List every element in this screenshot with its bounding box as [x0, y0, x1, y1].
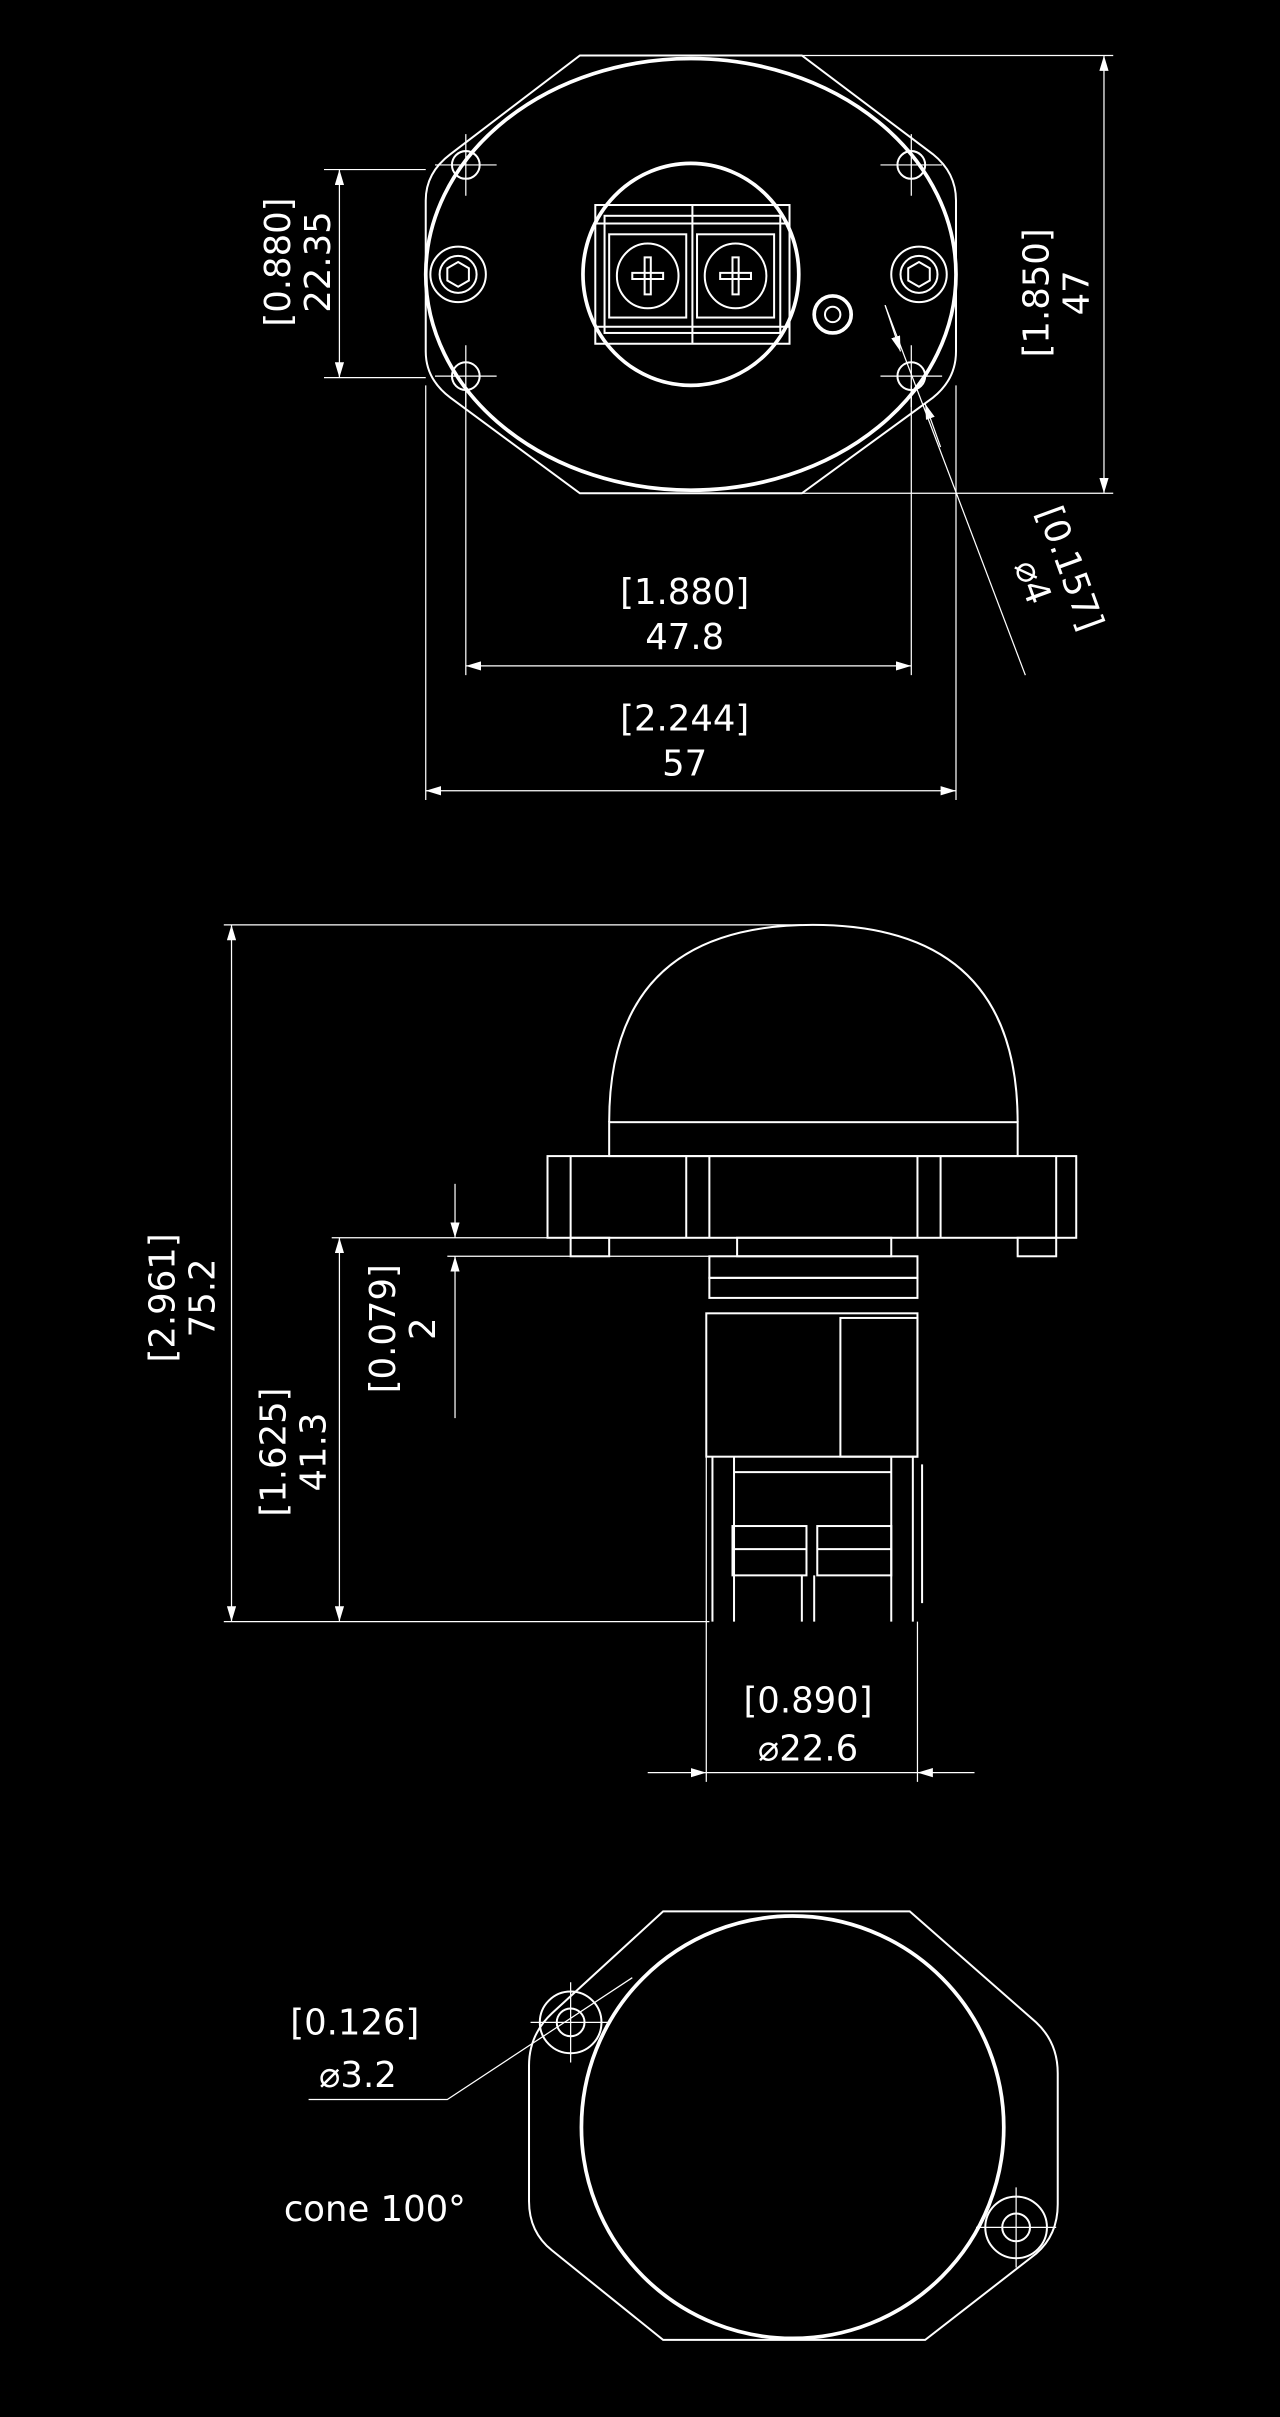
dim-2-mm: 2 — [403, 1317, 444, 1340]
hex-screw-icon — [890, 245, 948, 304]
dim-1880-inch: [1.880] — [620, 572, 749, 613]
dim-0880-inch: [0.880] — [258, 197, 299, 326]
dim-1625-inch: [1.625] — [253, 1387, 294, 1516]
dim-2244-inch: [2.244] — [620, 699, 749, 740]
dim-0890-inch: [0.890] — [743, 1681, 872, 1722]
mounting-holes — [434, 134, 943, 407]
dome-profile — [608, 923, 1019, 1123]
screw-icon — [703, 242, 768, 310]
dim-0079-inch: [0.079] — [363, 1264, 404, 1393]
dim-413-mm: 41.3 — [294, 1413, 335, 1492]
dim-32-mm: ⌀3.2 — [319, 2055, 397, 2096]
screw-icon — [615, 242, 680, 310]
dim-752-mm: 75.2 — [183, 1258, 224, 1337]
switch-body — [705, 1312, 919, 1458]
flange-outline — [528, 1910, 1059, 2341]
dim-47-mm: 47 — [1057, 270, 1098, 315]
dim-226-mm: ⌀22.6 — [758, 1728, 858, 1769]
dim-478-mm: 47.8 — [645, 617, 724, 658]
dim-2961-inch: [2.961] — [142, 1233, 183, 1362]
terminal — [816, 1525, 893, 1577]
dim-1850-inch: [1.850] — [1016, 228, 1057, 357]
dome-outline — [423, 56, 958, 493]
hex-screw-icon — [429, 245, 487, 304]
dim-2235-mm: 22.35 — [298, 211, 339, 312]
led-icon — [812, 294, 854, 335]
terminal-block — [594, 204, 791, 345]
mounting-hole — [976, 2187, 1057, 2268]
cone-note: cone 100° — [284, 2189, 466, 2230]
terminal — [731, 1525, 808, 1577]
top-view: [0.880] 22.35 [1.850] 47 [1.880] 47.8 [2… — [258, 54, 1114, 801]
dome-circle — [579, 1914, 1006, 2341]
bottom-view: [0.126] ⌀3.2 cone 100° — [284, 1910, 1059, 2341]
dim-0126-inch: [0.126] — [290, 2003, 419, 2044]
flange-profile — [546, 1155, 1078, 1239]
dim-57-mm: 57 — [662, 743, 707, 784]
side-view: [2.961] 75.2 [1.625] 41.3 [0.079] 2 [0.8… — [142, 923, 1078, 1782]
body-opening — [581, 161, 801, 388]
mounting-hole — [530, 1982, 611, 2063]
